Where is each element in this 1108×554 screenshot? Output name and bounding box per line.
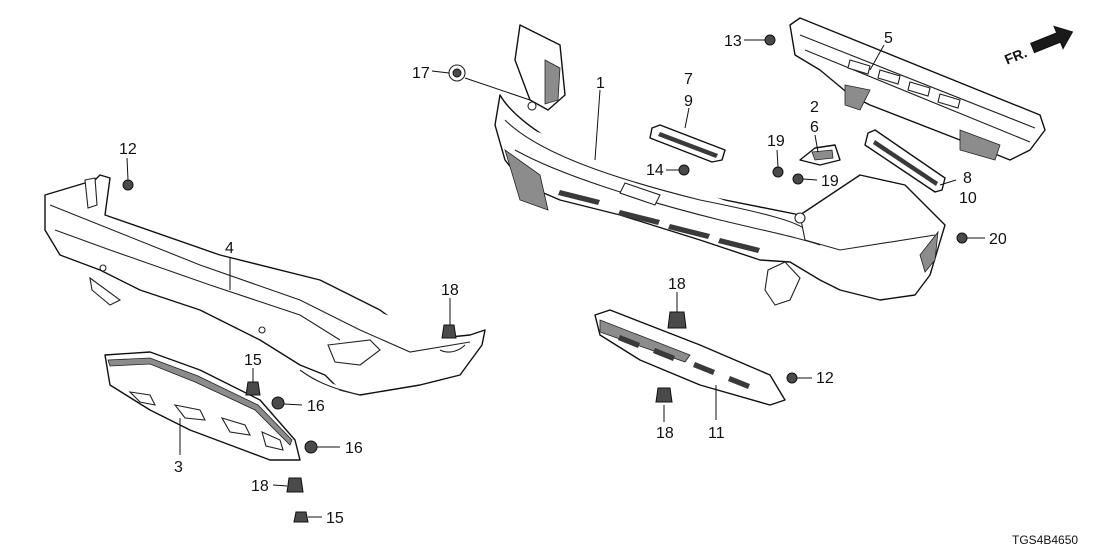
callout-2: 2 xyxy=(810,99,819,116)
callout-18-lower: 18 xyxy=(656,425,674,442)
screw-12-upper[interactable] xyxy=(122,179,134,191)
callout-11: 11 xyxy=(708,425,725,442)
callout-14: 14 xyxy=(646,162,664,179)
skid-garnish[interactable] xyxy=(104,351,301,461)
clip-18-left[interactable] xyxy=(441,324,457,339)
leader-lines xyxy=(126,39,985,518)
nut-16-lower[interactable] xyxy=(304,440,318,454)
screw-15-upper[interactable] xyxy=(245,381,261,396)
clip-18-bottom[interactable] xyxy=(286,477,304,493)
screw-15-bottom[interactable] xyxy=(293,511,309,523)
callout-16-upper: 16 xyxy=(307,398,325,415)
rear-bumper-beam[interactable] xyxy=(789,17,1046,161)
clip-17[interactable] xyxy=(448,64,466,82)
callout-19-a: 19 xyxy=(767,133,785,150)
callout-16-lower: 16 xyxy=(345,440,363,457)
callout-4: 4 xyxy=(225,240,234,257)
bracket-right-side[interactable] xyxy=(864,129,946,193)
callout-9: 9 xyxy=(684,93,693,110)
callout-6: 6 xyxy=(810,119,819,136)
lower-bumper-spoiler[interactable] xyxy=(44,174,486,396)
screw-19-b[interactable] xyxy=(792,173,804,185)
callout-labels: 1 2 3 4 5 6 7 8 9 10 11 12 12 13 14 15 1… xyxy=(119,30,1007,527)
callout-18-bottom: 18 xyxy=(251,478,269,495)
bracket-center[interactable] xyxy=(649,124,726,163)
bolt-13[interactable] xyxy=(764,34,776,46)
rear-bumper-face[interactable] xyxy=(494,24,946,306)
callout-1: 1 xyxy=(596,75,605,92)
diagram-code: TGS4B4650 xyxy=(1012,533,1078,547)
callout-3: 3 xyxy=(174,459,183,476)
clip-18-lower[interactable] xyxy=(655,387,673,403)
nut-16-upper[interactable] xyxy=(271,396,285,410)
lower-garnish[interactable] xyxy=(594,309,786,406)
front-arrow-icon xyxy=(1030,25,1074,54)
callout-17: 17 xyxy=(412,65,430,82)
clip-18-center[interactable] xyxy=(667,311,687,329)
callout-7: 7 xyxy=(684,71,693,88)
callout-8: 8 xyxy=(963,170,972,187)
callout-18-center: 18 xyxy=(668,276,686,293)
screw-19-a[interactable] xyxy=(772,166,784,178)
callout-10: 10 xyxy=(959,190,977,207)
callout-15-upper: 15 xyxy=(244,352,262,369)
callout-12-lower: 12 xyxy=(816,370,834,387)
callout-19-b: 19 xyxy=(821,173,839,190)
front-direction-indicator: FR. xyxy=(1002,25,1074,68)
callout-18-left: 18 xyxy=(441,282,459,299)
front-direction-label: FR. xyxy=(1002,44,1029,67)
clip-20[interactable] xyxy=(956,232,968,244)
callout-12-upper: 12 xyxy=(119,141,137,158)
callout-15-bottom: 15 xyxy=(326,510,344,527)
callout-20: 20 xyxy=(989,231,1007,248)
bracket-small[interactable] xyxy=(799,144,841,166)
callout-5: 5 xyxy=(884,30,893,47)
screw-12-lower[interactable] xyxy=(786,372,798,384)
screw-14[interactable] xyxy=(678,164,690,176)
callout-13: 13 xyxy=(724,33,742,50)
